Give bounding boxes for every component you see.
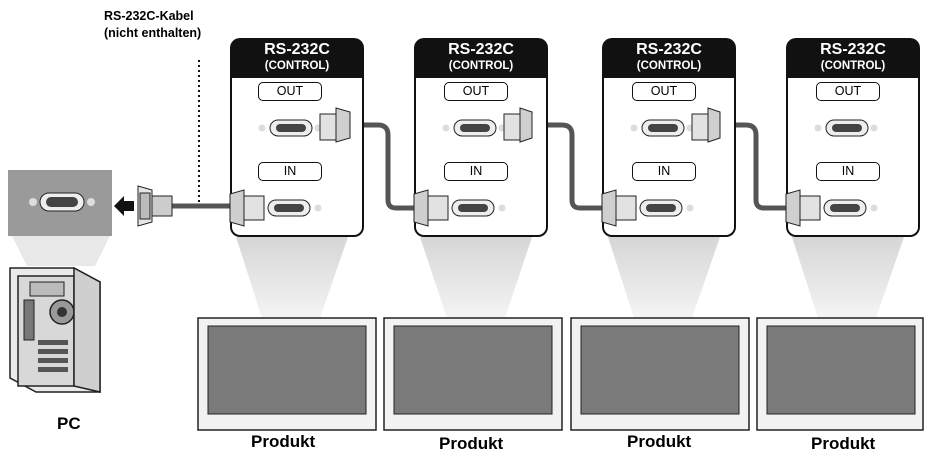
panel-header: RS-232C (CONTROL) <box>230 38 364 78</box>
out-port-label-4: OUT <box>816 82 880 101</box>
out-port-label-1: OUT <box>258 82 322 101</box>
in-port-label-3: IN <box>632 162 696 181</box>
panel-subtitle: (CONTROL) <box>636 60 702 72</box>
product-caption-2: Produkt <box>439 434 504 453</box>
out-port-label-3: OUT <box>632 82 696 101</box>
pc-beam <box>12 236 110 266</box>
product-caption-4: Produkt <box>811 434 876 453</box>
panel-body <box>786 78 920 237</box>
panel-title: RS-232C <box>636 41 702 58</box>
projection-beam-2 <box>420 237 532 318</box>
panel-body <box>602 78 736 237</box>
cable-panel-2-to-panel-3 <box>532 122 612 211</box>
panel-subtitle: (CONTROL) <box>264 60 330 72</box>
panel-body <box>230 78 364 237</box>
pc-cable-connector-icon <box>137 185 173 227</box>
pc-serial-port-icon <box>29 192 95 212</box>
product-monitor-1 <box>197 317 377 431</box>
pc-tower-icon <box>9 266 101 393</box>
in-port-label-1: IN <box>258 162 322 181</box>
product-caption-3: Produkt <box>627 432 692 451</box>
product-monitor-4 <box>756 317 924 431</box>
panel-title: RS-232C <box>264 41 330 58</box>
pc-caption: PC <box>57 414 81 433</box>
panel-body <box>414 78 548 237</box>
panel-subtitle: (CONTROL) <box>820 60 886 72</box>
product-monitor-2 <box>383 317 563 431</box>
projection-beam-4 <box>792 237 904 318</box>
cable-label: RS-232C-Kabel (nicht enthalten) <box>104 8 201 42</box>
product-monitor-3 <box>570 317 750 431</box>
arrow-left-icon <box>114 196 134 216</box>
rs232c-panel-3: RS-232C (CONTROL) <box>602 38 736 237</box>
panel-header: RS-232C (CONTROL) <box>414 38 548 78</box>
out-port-label-2: OUT <box>444 82 508 101</box>
panel-title: RS-232C <box>448 41 514 58</box>
panel-subtitle: (CONTROL) <box>448 60 514 72</box>
rs232c-panel-2: RS-232C (CONTROL) <box>414 38 548 237</box>
projection-beam-3 <box>608 237 720 318</box>
cable-label-line-2: (nicht enthalten) <box>104 26 202 40</box>
product-caption-1: Produkt <box>251 432 316 451</box>
cable-panel-1-to-panel-2 <box>350 122 428 211</box>
panel-title: RS-232C <box>820 41 886 58</box>
panel-header: RS-232C (CONTROL) <box>786 38 920 78</box>
cable-panel-3-to-panel-4 <box>720 122 796 211</box>
cable-label-line-1: RS-232C-Kabel <box>104 9 194 23</box>
panel-header: RS-232C (CONTROL) <box>602 38 736 78</box>
in-port-label-4: IN <box>816 162 880 181</box>
projection-beam-1 <box>236 237 348 318</box>
in-port-label-2: IN <box>444 162 508 181</box>
rs232c-panel-4: RS-232C (CONTROL) <box>786 38 920 237</box>
rs232c-panel-1: RS-232C (CONTROL) <box>230 38 364 237</box>
